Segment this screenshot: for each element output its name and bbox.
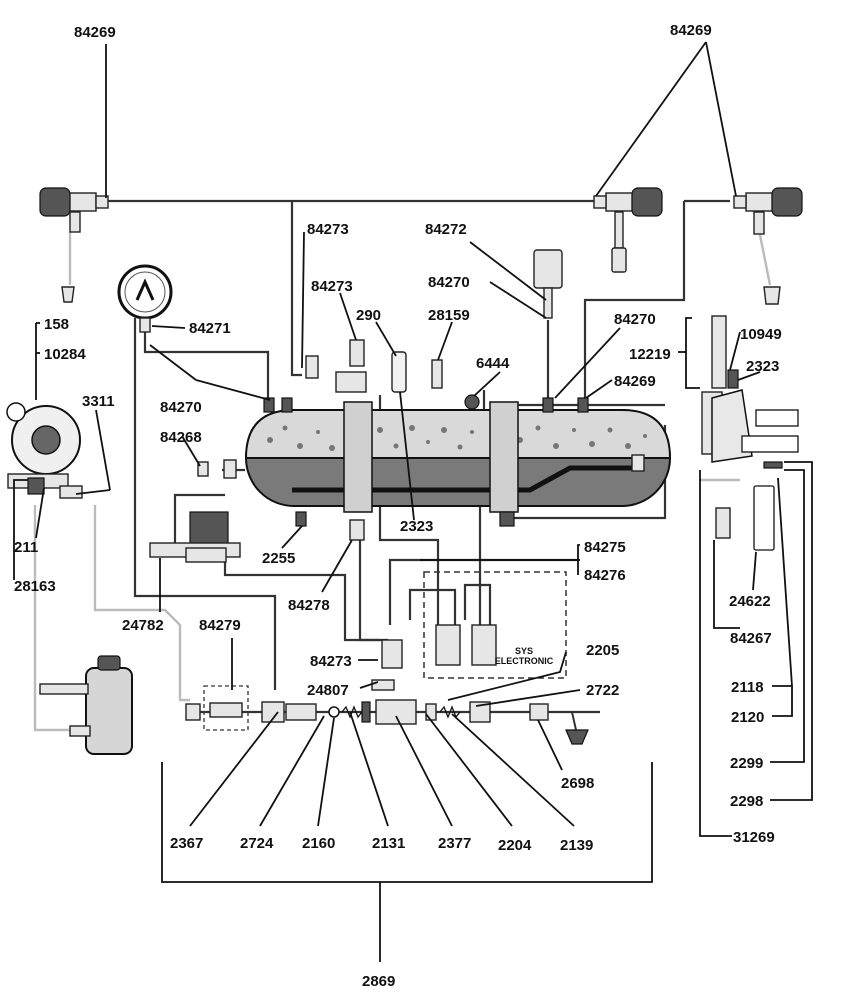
label-2724: 2724 bbox=[240, 835, 274, 852]
label-2255: 2255 bbox=[262, 550, 295, 567]
water-softener bbox=[39, 655, 133, 755]
label-2120: 2120 bbox=[731, 709, 764, 726]
label-84273-mid: 84273 bbox=[311, 278, 353, 295]
label-84278: 84278 bbox=[288, 597, 330, 614]
label-84269-top-right: 84269 bbox=[670, 22, 712, 39]
label-158: 158 bbox=[44, 316, 69, 333]
label-84270-right: 84270 bbox=[614, 311, 656, 328]
label-2118: 2118 bbox=[731, 679, 764, 696]
label-84273-upper: 84273 bbox=[307, 221, 349, 238]
label-6444: 6444 bbox=[476, 355, 510, 372]
label-2204: 2204 bbox=[498, 837, 532, 854]
label-84270-top: 84270 bbox=[428, 274, 470, 291]
steam-valve-mid bbox=[593, 187, 663, 273]
pressure-switch bbox=[6, 402, 83, 499]
label-2722: 2722 bbox=[586, 682, 619, 699]
label-290: 290 bbox=[356, 307, 381, 324]
boiler-fittings bbox=[197, 339, 589, 541]
label-211: 211 bbox=[14, 539, 38, 556]
label-2205: 2205 bbox=[586, 642, 619, 659]
sys-electronic-line2: ELECTRONIC bbox=[495, 656, 554, 666]
label-84270-left: 84270 bbox=[160, 399, 202, 416]
label-28159: 28159 bbox=[428, 307, 470, 324]
control-box: SYS ELECTRONIC bbox=[423, 571, 567, 679]
level-probe-cup bbox=[533, 249, 563, 319]
label-2131: 2131 bbox=[372, 835, 405, 852]
label-12219: 12219 bbox=[629, 346, 671, 363]
label-84269-right: 84269 bbox=[614, 373, 656, 390]
steam-valve-left bbox=[39, 187, 109, 303]
label-3311: 3311 bbox=[82, 393, 115, 410]
label-84268: 84268 bbox=[160, 429, 202, 446]
leader-lines bbox=[13, 41, 813, 962]
label-2869: 2869 bbox=[362, 973, 395, 990]
label-84275: 84275 bbox=[584, 539, 626, 556]
pressure-gauge bbox=[117, 264, 173, 333]
label-2377: 2377 bbox=[438, 835, 471, 852]
label-84267: 84267 bbox=[730, 630, 772, 647]
sys-electronic-line1: SYS bbox=[515, 646, 533, 656]
label-2298: 2298 bbox=[730, 793, 763, 810]
label-84273-lower: 84273 bbox=[310, 653, 352, 670]
group-head bbox=[701, 315, 799, 551]
label-24807: 24807 bbox=[307, 682, 349, 699]
label-2367: 2367 bbox=[170, 835, 203, 852]
label-31269: 31269 bbox=[733, 829, 775, 846]
solenoid-valve bbox=[149, 511, 241, 563]
label-10949: 10949 bbox=[740, 326, 782, 343]
label-24622: 24622 bbox=[729, 593, 771, 610]
label-24782: 24782 bbox=[122, 617, 164, 634]
label-84279: 84279 bbox=[199, 617, 241, 634]
label-2160: 2160 bbox=[302, 835, 335, 852]
label-2323-center: 2323 bbox=[400, 518, 433, 535]
steam-valve-right bbox=[733, 187, 803, 305]
label-84271: 84271 bbox=[189, 320, 231, 337]
label-84269-top-left: 84269 bbox=[74, 24, 116, 41]
label-28163: 28163 bbox=[14, 578, 56, 595]
label-2139: 2139 bbox=[560, 837, 593, 854]
label-2299: 2299 bbox=[730, 755, 763, 772]
label-84272: 84272 bbox=[425, 221, 467, 238]
label-2323-right: 2323 bbox=[746, 358, 779, 375]
part-number-labels: 84269 84269 84273 84272 84273 84270 290 … bbox=[14, 22, 782, 990]
label-84276: 84276 bbox=[584, 567, 626, 584]
pump-assembly bbox=[185, 639, 589, 745]
label-2698: 2698 bbox=[561, 775, 594, 792]
boiler bbox=[244, 401, 672, 513]
label-10284: 10284 bbox=[44, 346, 86, 363]
